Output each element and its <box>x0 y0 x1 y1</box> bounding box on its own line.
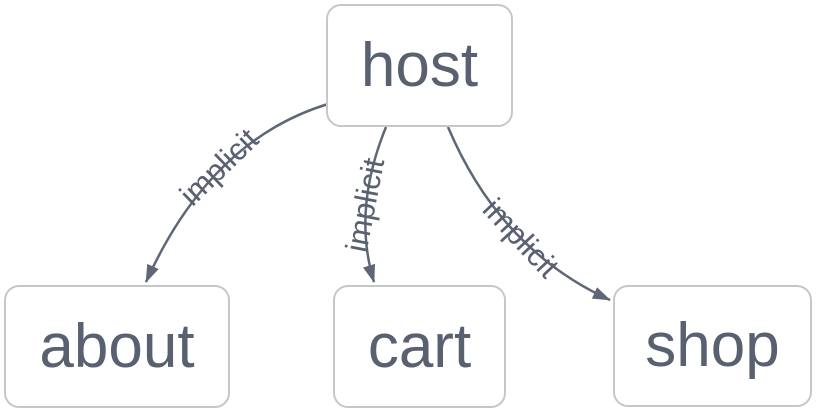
edge-label-host-cart: implicit <box>339 155 392 255</box>
node-about[interactable]: about <box>4 285 230 408</box>
edge-host-cart <box>362 126 388 283</box>
node-host-label: host <box>360 30 479 100</box>
edge-host-shop <box>446 126 611 302</box>
node-shop-label: shop <box>645 311 780 380</box>
node-shop[interactable]: shop <box>613 285 812 407</box>
node-cart-label: cart <box>367 311 472 381</box>
edge-label-host-about: implicit <box>173 121 266 212</box>
node-host[interactable]: host <box>326 4 513 127</box>
node-about-label: about <box>39 311 195 381</box>
edge-host-about <box>144 102 329 283</box>
node-cart[interactable]: cart <box>333 285 506 408</box>
edge-label-host-shop: implicit <box>476 191 566 284</box>
